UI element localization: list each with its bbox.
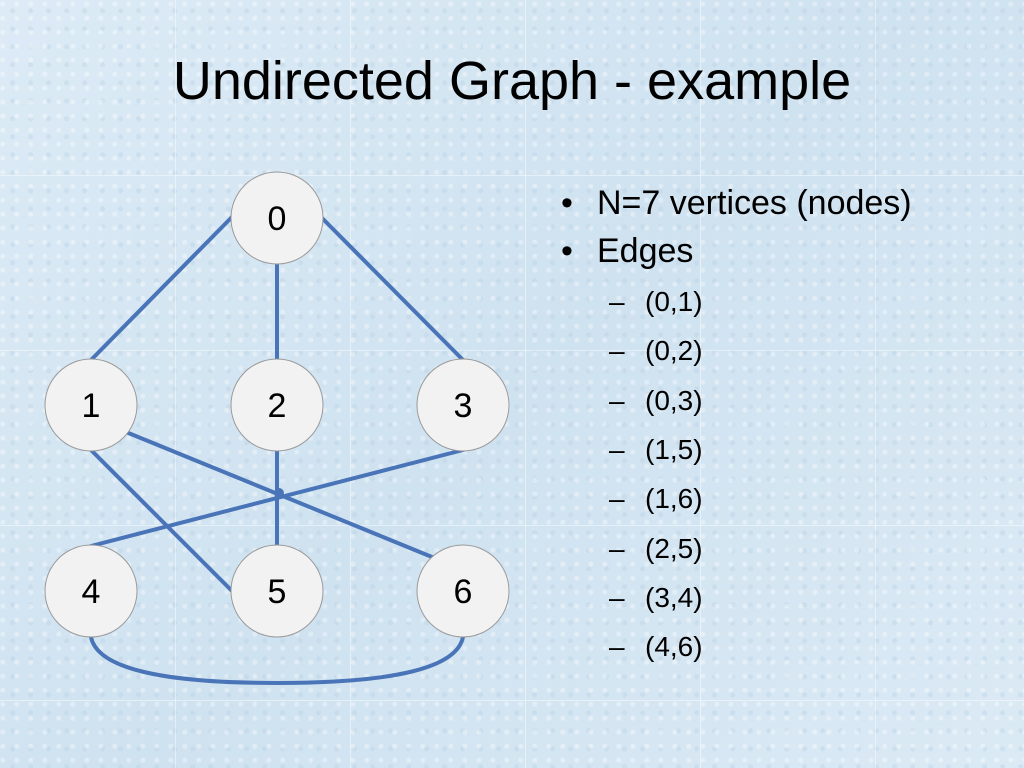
edge-item: (2,5) xyxy=(597,524,1015,574)
edge-4-6 xyxy=(89,635,465,686)
node-circle xyxy=(44,358,138,452)
node-circle xyxy=(416,358,510,452)
node-circle xyxy=(230,171,324,265)
node-0: 0 xyxy=(230,171,324,265)
edge-item: (0,3) xyxy=(597,376,1015,426)
edge-item: (3,4) xyxy=(597,573,1015,623)
node-circle xyxy=(230,544,324,638)
bullet-edges: Edges (0,1) (0,2) (0,3) (1,5) (1,6) (2,5… xyxy=(555,228,1015,672)
node-label: 1 xyxy=(82,387,101,425)
node-label: 2 xyxy=(268,387,287,425)
edges-layer xyxy=(89,215,465,686)
bullet-edges-text: Edges xyxy=(597,231,694,270)
bullet-vertices-text: N=7 vertices (nodes) xyxy=(597,184,912,222)
edge-item: (0,2) xyxy=(597,326,1015,376)
node-label: 6 xyxy=(454,573,473,611)
edge-3-4 xyxy=(89,448,465,548)
node-3: 3 xyxy=(416,358,510,452)
edge-0-1 xyxy=(89,215,234,362)
edge-item: (4,6) xyxy=(597,622,1015,672)
bullet-vertices: N=7 vertices (nodes) xyxy=(555,180,1015,228)
slide-title: Undirected Graph - example xyxy=(172,51,852,111)
edge-1-5 xyxy=(89,448,234,593)
node-6: 6 xyxy=(416,544,510,638)
edge-item: (0,1) xyxy=(597,277,1015,327)
node-circle xyxy=(416,544,510,638)
node-1: 1 xyxy=(44,358,138,452)
node-label: 4 xyxy=(82,573,101,611)
node-label: 3 xyxy=(454,387,473,425)
node-5: 5 xyxy=(230,544,324,638)
edge-item: (1,5) xyxy=(597,425,1015,475)
node-circle xyxy=(230,358,324,452)
edge-sublist: (0,1) (0,2) (0,3) (1,5) (1,6) (2,5) (3,4… xyxy=(597,277,1015,671)
bullet-list: N=7 vertices (nodes) Edges (0,1) (0,2) (… xyxy=(555,180,1015,672)
node-4: 4 xyxy=(44,544,138,638)
node-circle xyxy=(44,544,138,638)
edge-item: (1,6) xyxy=(597,474,1015,524)
nodes-layer: 0 1 2 3 4 5 6 xyxy=(44,171,510,638)
node-label: 5 xyxy=(268,573,287,611)
node-2: 2 xyxy=(230,358,324,452)
node-label: 0 xyxy=(268,200,287,238)
edge-crossing-dot xyxy=(274,488,284,498)
edge-0-3 xyxy=(320,216,465,362)
